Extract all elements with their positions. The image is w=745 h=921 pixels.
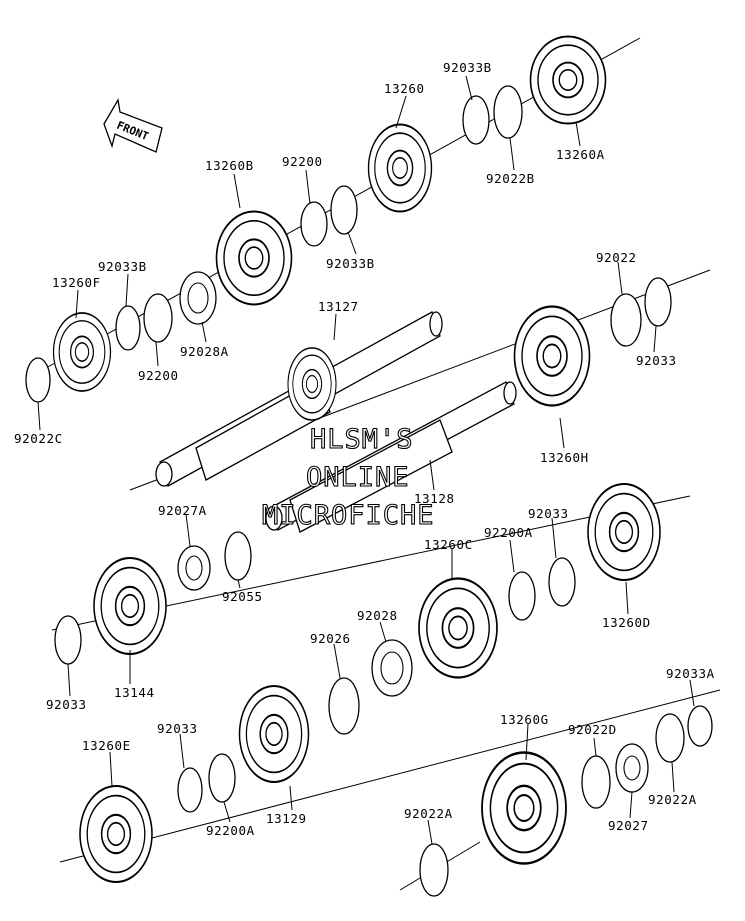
washer-92200a-lower <box>208 753 236 803</box>
washer-92022d <box>581 755 611 809</box>
gear-13260a <box>529 35 607 125</box>
part-label: 92033B <box>98 259 147 274</box>
washer-92022 <box>610 293 642 347</box>
gear-13260d <box>586 482 662 582</box>
circlip-92033-left <box>54 615 82 665</box>
part-label: 92022D <box>568 722 617 737</box>
washer-92022a-bottom <box>419 843 449 897</box>
gear-13260c <box>417 577 499 679</box>
part-label: 92033 <box>46 697 87 712</box>
shaft-13128 <box>265 381 517 533</box>
gear-13260h <box>513 305 591 407</box>
washer-92026 <box>328 677 360 735</box>
part-label: 92022B <box>486 171 535 186</box>
bearing-92028 <box>371 639 413 697</box>
part-label: 13128 <box>414 491 455 506</box>
washer-92200-upper <box>300 201 328 247</box>
circlip-92033-upper-right <box>644 277 672 327</box>
part-label: 92033 <box>528 506 569 521</box>
circlip-92033-mid <box>548 557 576 607</box>
bearing-92028a <box>179 271 217 325</box>
circlip-92033-lower <box>177 767 203 813</box>
part-label: 92033B <box>326 256 375 271</box>
part-label: 13260C <box>424 537 473 552</box>
circlip-92033b-left <box>115 305 141 351</box>
part-label: 13260G <box>500 712 549 727</box>
gear-13260 <box>367 123 433 213</box>
part-labels: 92033B 13260 13260A 92022B 13260B 92200 … <box>14 60 715 838</box>
part-label: 92200 <box>282 154 323 169</box>
part-label: 13260E <box>82 738 131 753</box>
watermark-line-3: MICROFICHE <box>262 500 435 531</box>
part-label: 13127 <box>318 299 359 314</box>
washer-92200-left <box>143 293 173 343</box>
part-label: 13129 <box>266 811 307 826</box>
o-ring-92055 <box>224 531 252 581</box>
part-label: 92055 <box>222 589 263 604</box>
part-label: 92022A <box>404 806 453 821</box>
circlip-92033a <box>687 705 713 747</box>
part-label: 92027 <box>608 818 649 833</box>
part-label: 92033A <box>666 666 715 681</box>
watermark-line-1: HLSM'S <box>310 424 414 455</box>
part-label: 13260B <box>205 158 254 173</box>
gear-13260f <box>52 312 112 392</box>
washer-92022a-right <box>655 713 685 763</box>
part-label: 92028A <box>180 344 229 359</box>
gear-13260e <box>78 784 154 884</box>
part-label: 13260H <box>540 450 589 465</box>
watermark-line-2: ONLINE <box>306 462 410 493</box>
part-label: 92200A <box>206 823 255 838</box>
leader-lines <box>37 75 695 845</box>
gear-13260g <box>480 751 568 865</box>
part-label: 92022 <box>596 250 637 265</box>
circlip-92033b-top <box>462 95 490 145</box>
part-label: 92028 <box>357 608 398 623</box>
part-label: 92033 <box>157 721 198 736</box>
gear-13129 <box>238 684 310 784</box>
watermark: HLSM'S ONLINE MICROFICHE <box>261 423 435 531</box>
part-label: 92027A <box>158 503 207 518</box>
part-label: 13260F <box>52 275 101 290</box>
part-label: 92033B <box>443 60 492 75</box>
sprocket-13144 <box>92 556 168 656</box>
collar-92027 <box>615 743 649 793</box>
washer-92022c <box>25 357 51 403</box>
part-label: 92033 <box>636 353 677 368</box>
part-label: 92026 <box>310 631 351 646</box>
part-label: 13260D <box>602 615 651 630</box>
part-label: 13144 <box>114 685 155 700</box>
part-label: 92200A <box>484 525 533 540</box>
part-label: 92022C <box>14 431 63 446</box>
part-label: 13260 <box>384 81 425 96</box>
gear-13260b <box>215 210 293 306</box>
part-label: 92200 <box>138 368 179 383</box>
part-label: 13260A <box>556 147 605 162</box>
circlip-92033b-mid <box>330 185 358 235</box>
washer-92022b <box>493 85 523 139</box>
washer-92200a-mid <box>508 571 536 621</box>
gear-13127 <box>287 347 337 421</box>
part-label: 92022A <box>648 792 697 807</box>
front-arrow-icon: FRONT <box>103 98 163 153</box>
collar-92027a <box>177 545 211 591</box>
